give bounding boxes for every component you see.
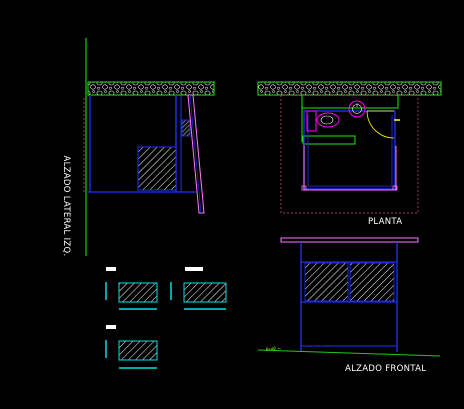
detail-2-hatch xyxy=(183,282,227,303)
alzado-frontal-label: ALZADO FRONTAL xyxy=(345,364,427,374)
detail-blocks xyxy=(105,267,227,369)
sink xyxy=(348,100,366,118)
side-roof-slab xyxy=(87,81,215,96)
front-elevation xyxy=(257,237,441,357)
floor-plan xyxy=(257,81,442,214)
planta-label: PLANTA xyxy=(368,217,403,227)
side-elevation xyxy=(83,38,215,256)
front-panel-right xyxy=(349,262,395,302)
side-hatched-panel xyxy=(137,146,177,191)
front-roof-slab xyxy=(280,237,419,243)
level-marker: p=±0 ⟶ xyxy=(266,346,281,351)
detail-3-hatch xyxy=(118,340,158,361)
front-panel-left xyxy=(304,262,349,302)
toilet-tank xyxy=(306,110,317,132)
plan-roof-slab xyxy=(257,81,442,96)
detail-1-hatch xyxy=(118,282,158,303)
toilet-bowl xyxy=(316,112,340,128)
alzado-lateral-label: ALZADO LATERAL IZQ. xyxy=(61,155,71,257)
